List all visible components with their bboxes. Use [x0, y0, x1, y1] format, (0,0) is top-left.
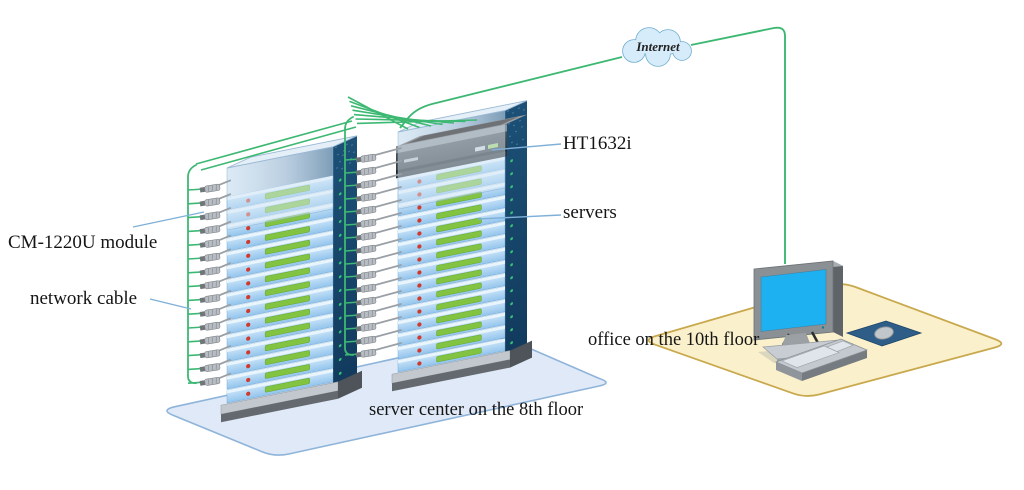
cm-1220u-module: [355, 146, 402, 163]
cm-module-label: CM-1220U module: [8, 232, 158, 253]
server-led: [417, 348, 422, 353]
cm-1220u-module: [355, 341, 402, 358]
server-led: [246, 295, 251, 300]
leader-servers: [477, 214, 562, 220]
cm-1220u-module: [355, 289, 402, 306]
cm-1220u-module: [199, 372, 232, 386]
cm-1220u-module: [355, 224, 402, 241]
server-led: [417, 205, 422, 210]
cm-1220u-module: [199, 220, 232, 234]
network-cabling: [187, 26, 786, 386]
cm-1220u-module: [355, 315, 402, 332]
server-led: [246, 391, 251, 396]
mouse: [874, 326, 894, 340]
leader-network-cable: [149, 298, 192, 310]
server-led: [246, 281, 251, 286]
leader-lines: [132, 143, 562, 310]
server-led: [417, 231, 422, 236]
server-rack-left: [220, 135, 362, 423]
keyboard-numpad: [826, 340, 854, 352]
server-rack-right: [391, 100, 532, 392]
cm-1220u-module: [199, 303, 232, 317]
cm-1220u-module: [355, 276, 402, 293]
cable-feeder: [200, 126, 357, 171]
cm-1220u-module: [199, 206, 232, 221]
server-led: [246, 350, 251, 355]
servers-label: servers: [563, 202, 617, 223]
cm-1220u-module: [199, 193, 232, 207]
cm-1220u-module: [355, 185, 402, 202]
rack-front-face: [220, 146, 339, 423]
cable-trunk: [187, 164, 197, 385]
server-led: [246, 239, 251, 245]
uplink-cable: [399, 56, 623, 129]
server-led: [417, 244, 422, 249]
server-led: [246, 253, 251, 258]
server-led: [417, 361, 422, 366]
monitor-screen: [760, 269, 827, 332]
cm-1220u-module: [355, 328, 402, 345]
keyboard-right: [802, 350, 867, 381]
server-led: [417, 335, 422, 340]
cm-1220u-module: [355, 211, 402, 228]
cm-1220u-module: [199, 234, 232, 248]
server-led: [246, 336, 251, 341]
cm-1220u-module: [199, 179, 232, 193]
server-led: [417, 309, 422, 314]
glass-enclosure-top: [226, 135, 358, 169]
cm-1220u-module: [199, 344, 232, 359]
server-led: [246, 226, 251, 231]
cm-1220u-module: [355, 263, 402, 280]
cm-1220u-module: [199, 289, 232, 303]
server-led: [246, 322, 251, 327]
keyboard-front: [776, 362, 802, 381]
server-led: [246, 308, 251, 314]
cm-1220u-module: [199, 358, 232, 372]
server-led: [417, 296, 422, 301]
cm-1220u-module: [199, 262, 232, 276]
cm-1220u-module: [199, 331, 232, 345]
office-computer: [753, 260, 923, 381]
cm-1220u-module: [199, 317, 232, 331]
monitor-power-led: [821, 326, 825, 329]
office-label: office on the 10th floor: [588, 330, 760, 350]
ht1632i-label: HT1632i: [563, 133, 632, 154]
cm-1220u-module: [355, 302, 402, 319]
server-led: [417, 218, 422, 223]
internet-label: Internet: [636, 39, 680, 54]
server-led: [417, 322, 422, 327]
leader-ht1632i: [491, 143, 562, 151]
server-led: [417, 257, 422, 262]
leader-cm-module: [132, 211, 205, 228]
cable-bundle: [356, 119, 478, 125]
cm-1220u-module: [355, 198, 402, 215]
server-led: [246, 267, 251, 272]
cm-1220u-module: [355, 159, 402, 176]
cable-feeder: [195, 120, 353, 165]
office-floor: [647, 283, 1003, 397]
cm-1220u-module: [355, 172, 402, 189]
internet-cloud-icon: [622, 27, 692, 67]
server-led: [417, 270, 422, 275]
office-drop-cable: [690, 26, 786, 264]
server-center-label: server center on the 8th floor: [369, 400, 584, 420]
cm-1220u-module: [199, 248, 232, 262]
cm-1220u-module: [355, 250, 402, 267]
cm-1220u-module: [199, 275, 232, 290]
server-led: [246, 377, 251, 383]
keyboard-keys: [781, 345, 840, 368]
monitor-side: [833, 261, 843, 337]
server-led: [417, 283, 422, 288]
monitor-leg: [810, 331, 820, 344]
server-led: [246, 364, 251, 369]
cm-1220u-module: [355, 237, 402, 254]
rack-side-face: [505, 100, 527, 354]
network-cable-label: network cable: [30, 288, 138, 309]
